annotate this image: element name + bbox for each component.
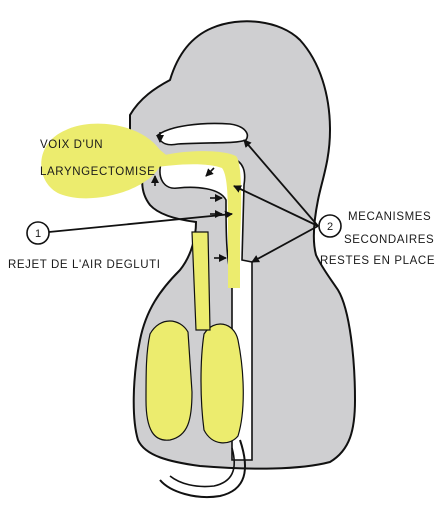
bubble-label-line1: VOIX D'UN — [40, 139, 103, 151]
left-lung — [146, 321, 192, 440]
marker-2-number: 2 — [327, 221, 333, 233]
right-lung — [201, 324, 243, 443]
marker-2-label-line1: MECANISMES — [348, 211, 431, 223]
marker-2-label-line2: SECONDAIRES — [344, 234, 434, 246]
marker-1-label: REJET DE L'AIR DEGLUTI — [8, 259, 161, 271]
marker-1-number: 1 — [35, 228, 41, 240]
bubble-label-line2: LARYNGECTOMISE — [40, 166, 155, 178]
marker-2-label-line3: RESTES EN PLACE — [320, 255, 435, 267]
